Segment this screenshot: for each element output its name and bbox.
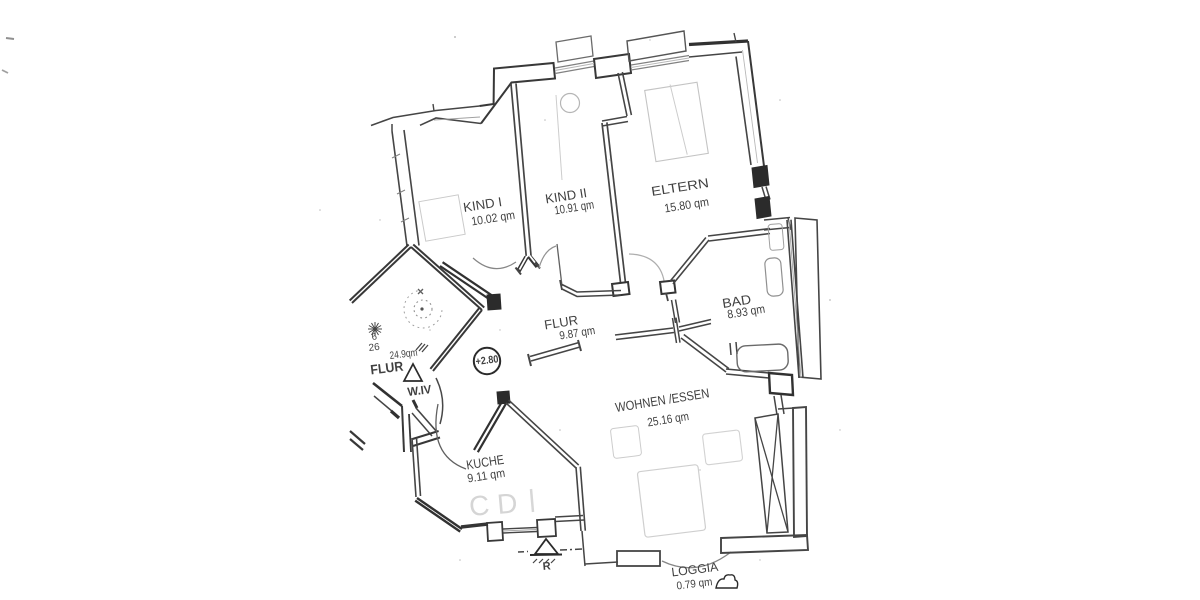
svg-text:6: 6: [371, 331, 378, 343]
svg-text:15.80 qm: 15.80 qm: [663, 195, 710, 216]
svg-text:0.79 qm: 0.79 qm: [676, 576, 713, 592]
svg-text:KUCHE: KUCHE: [465, 452, 505, 473]
svg-text:24.9qm: 24.9qm: [389, 347, 418, 362]
svg-text:KIND I: KIND I: [462, 194, 503, 215]
svg-text:8.93 qm: 8.93 qm: [726, 302, 766, 322]
svg-text:10.91 qm: 10.91 qm: [553, 197, 595, 217]
svg-text:W.IV: W.IV: [407, 382, 433, 399]
svg-text:10.02 qm: 10.02 qm: [470, 208, 516, 229]
svg-text:BAD: BAD: [721, 292, 752, 311]
svg-text:+2.80: +2.80: [475, 353, 499, 368]
svg-text:LOGGIA: LOGGIA: [671, 560, 720, 580]
svg-text:9.11 qm: 9.11 qm: [466, 466, 506, 486]
svg-text:25.16 qm: 25.16 qm: [646, 409, 690, 429]
svg-text:KIND II: KIND II: [544, 185, 588, 206]
svg-text:26: 26: [368, 342, 381, 354]
svg-text:FLUR: FLUR: [370, 359, 405, 378]
svg-text:9.87 qm: 9.87 qm: [559, 325, 596, 342]
svg-text:R: R: [542, 560, 551, 573]
svg-text:D: D: [496, 487, 519, 520]
svg-text:C: C: [468, 489, 491, 522]
svg-text:FLUR: FLUR: [543, 312, 579, 332]
